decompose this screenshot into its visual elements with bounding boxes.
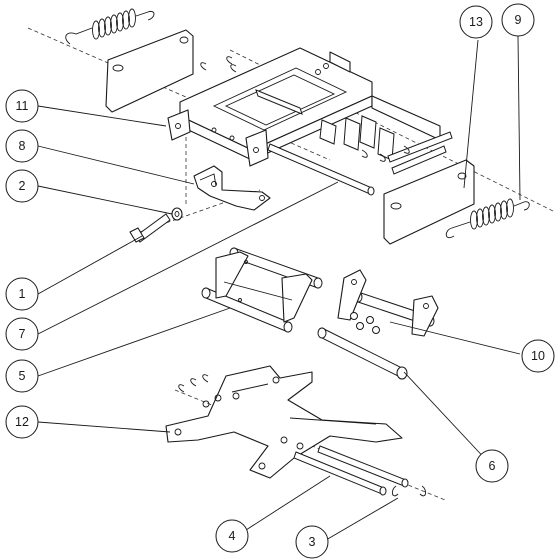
callout-8: 8: [5, 129, 39, 163]
callout-1: 1: [5, 277, 39, 311]
bracket-8: [193, 165, 271, 211]
callout-5-label: 5: [19, 369, 26, 383]
callout-12: 12: [5, 405, 39, 439]
frame-10: [317, 269, 439, 380]
callout-3-label: 3: [309, 535, 316, 549]
callout-2-label: 2: [19, 179, 26, 193]
callout-3: 3: [295, 525, 329, 559]
callout-2: 2: [5, 169, 39, 203]
callout-10-label: 10: [531, 349, 545, 363]
callout-11: 11: [5, 89, 39, 123]
callout-4-label: 4: [229, 529, 236, 543]
pins-4: [293, 445, 409, 496]
callout-7: 7: [5, 317, 39, 351]
frame-5: [201, 247, 323, 333]
bolt-and-washer: [129, 207, 183, 243]
callout-6-label: 6: [489, 459, 496, 473]
callout-8-label: 8: [19, 139, 26, 153]
main-frame-rods: [200, 56, 453, 196]
spring-right: [445, 198, 530, 239]
callout-9-label: 9: [515, 13, 522, 27]
callout-9: 9: [501, 3, 535, 37]
callout-6: 6: [475, 449, 509, 483]
callout-1-label: 1: [19, 287, 26, 301]
callout-13-label: 13: [469, 15, 483, 29]
plate-right: [383, 159, 475, 245]
callout-4: 4: [215, 519, 249, 553]
callout-11-label: 11: [16, 99, 29, 113]
bracket-12: [165, 365, 403, 479]
callout-13: 13: [459, 5, 493, 39]
callout-12-label: 12: [15, 415, 29, 429]
callout-10: 10: [521, 339, 555, 373]
spring-top-left: [65, 8, 155, 45]
clips-3: [391, 485, 427, 497]
callout-7-label: 7: [19, 327, 26, 341]
leader-lines: [37, 35, 521, 541]
callout-5: 5: [5, 359, 39, 393]
plate-left: [105, 29, 194, 113]
